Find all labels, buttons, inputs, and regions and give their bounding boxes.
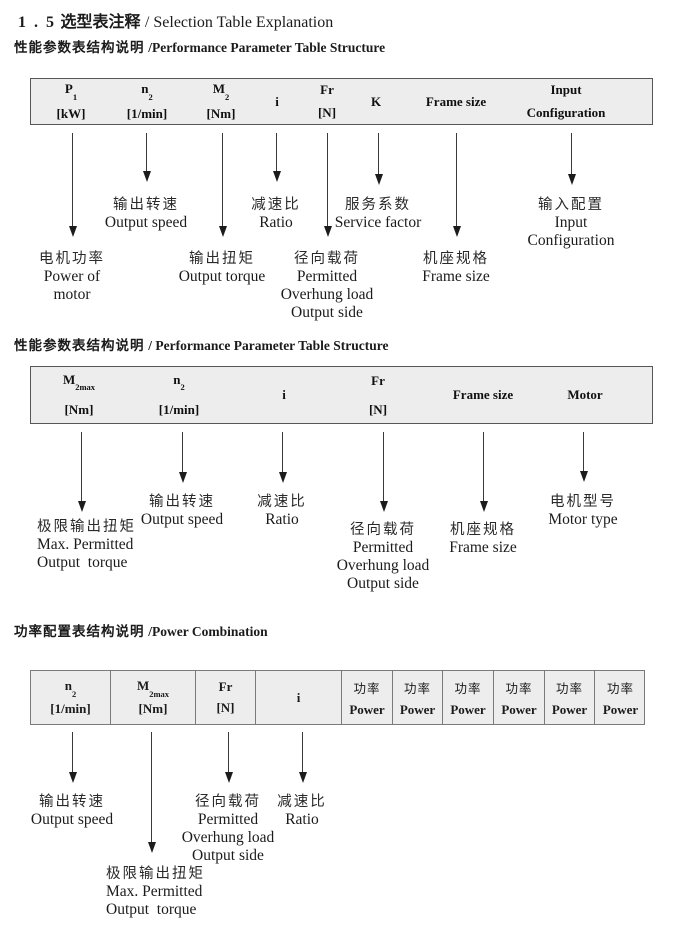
header-cell-k: K bbox=[370, 93, 382, 109]
arrow-down-icon bbox=[278, 432, 287, 483]
arrow-down-icon bbox=[298, 732, 307, 783]
table-cell-n2: n2[1/min] bbox=[31, 671, 111, 724]
header-cell-fr: Fr[N] bbox=[368, 372, 388, 417]
arrow-down-icon bbox=[579, 432, 588, 482]
arrow-down-icon bbox=[218, 133, 227, 237]
section2-title: 性能参数表结构说明 / Performance Parameter Table … bbox=[14, 338, 389, 354]
header-cell-i: i bbox=[282, 387, 286, 402]
arrow-down-icon bbox=[567, 133, 576, 185]
header-cell-i: i bbox=[275, 93, 279, 109]
page-title-cn: 选型表注释 bbox=[60, 12, 141, 31]
page-title-en: / Selection Table Explanation bbox=[144, 14, 334, 31]
header-cell-m2max: M2max[Nm] bbox=[62, 371, 96, 418]
page-title: 1 . 5 选型表注释 / Selection Table Explanatio… bbox=[18, 8, 333, 32]
header-cell-motor: Motor bbox=[567, 387, 603, 402]
arrow-down-icon bbox=[77, 432, 86, 512]
arrow-down-icon bbox=[68, 133, 77, 237]
arrow-down-icon bbox=[142, 133, 151, 182]
arrow-down-icon bbox=[224, 732, 233, 783]
arrow-down-icon bbox=[479, 432, 488, 512]
arrow-down-icon bbox=[178, 432, 187, 483]
arrow-down-icon bbox=[147, 732, 156, 853]
performance-table-2: M2max[Nm] n2[1/min] i Fr[N] Frame size M… bbox=[30, 366, 653, 424]
arrow-down-icon bbox=[452, 133, 461, 237]
table-cell-m2max: M2max[Nm] bbox=[111, 671, 196, 724]
table-cell-fr: Fr[N] bbox=[196, 671, 256, 724]
header-cell-fr: Fr[N] bbox=[317, 82, 337, 120]
arrow-down-icon bbox=[323, 133, 332, 237]
arrow-down-icon bbox=[68, 732, 77, 783]
header-cell-frame-size: Frame size bbox=[425, 93, 487, 109]
arrow-down-icon bbox=[379, 432, 388, 512]
arrow-down-icon bbox=[272, 133, 281, 182]
header-cell-m2: M2[Nm] bbox=[206, 81, 236, 121]
header-cell-n2: n2[1/min] bbox=[126, 81, 168, 121]
performance-table-1: P1[kW] n2[1/min] M2[Nm] i Fr[N] K Frame … bbox=[30, 78, 653, 125]
section1-title: 性能参数表结构说明 /Performance Parameter Table S… bbox=[14, 40, 386, 56]
table-cell-i: i bbox=[256, 671, 342, 724]
arrow-down-icon bbox=[374, 133, 383, 185]
header-cell-n2: n2[1/min] bbox=[158, 371, 200, 418]
header-cell-p1: P1[kW] bbox=[56, 81, 86, 121]
section-number: 1 . 5 bbox=[18, 14, 56, 31]
header-cell-frame-size: Frame size bbox=[452, 387, 514, 402]
section3-title: 功率配置表结构说明 /Power Combination bbox=[14, 624, 268, 640]
